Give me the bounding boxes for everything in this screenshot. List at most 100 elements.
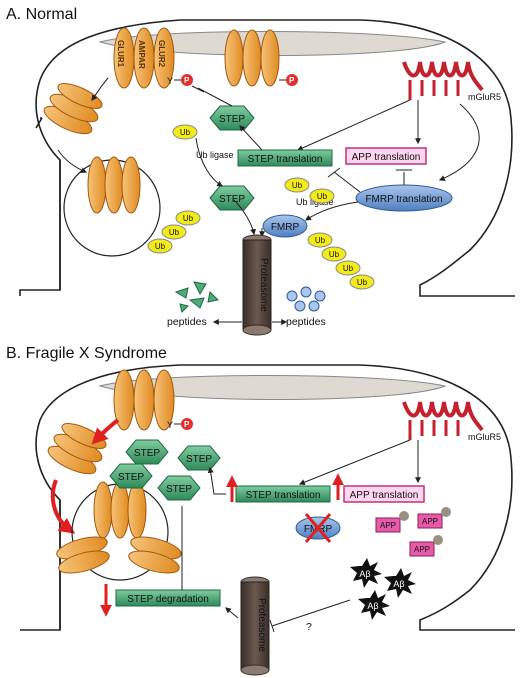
ampar-receptor-b: Y P [113, 369, 193, 431]
mglur5-label-b: mGluR5 [468, 432, 501, 442]
tyrosine-label: Y [167, 76, 173, 86]
app-translation-label-a: APP translation [352, 152, 421, 163]
svg-text:Ub: Ub [343, 264, 354, 273]
svg-text:Ub: Ub [155, 242, 166, 251]
fmrp-oval-a [262, 214, 308, 238]
step-to-proteasome-arrow-a [233, 199, 256, 236]
svg-text:STEP: STEP [118, 472, 144, 483]
membrane-notch-a [35, 117, 43, 129]
step-hexagon-a-top: STEP [209, 105, 255, 131]
peptides-left-a [174, 281, 220, 313]
ampar-internalized-a [43, 83, 103, 135]
step-translation-arrow-b [207, 466, 226, 495]
step-label-a-mid: STEP [219, 194, 245, 205]
fmrp-translation-label-a: FMRP translation [365, 194, 442, 205]
svg-text:STEP: STEP [134, 448, 160, 459]
svg-text:Ub: Ub [180, 128, 191, 137]
panel-a-title: A. Normal [6, 6, 77, 23]
step-hexagon-b-4: STEP [157, 475, 201, 501]
glur1-label: GLUR1 [116, 40, 125, 68]
ampar-receptor-a-left: GLUR1 AMPAR GLUR2 Y P [113, 27, 193, 89]
glur2-label: GLUR2 [157, 40, 166, 68]
proteasome-abeta-link-b [271, 599, 351, 627]
step-hexagon-b-2: STEP [177, 445, 221, 471]
step-translation-label-b: STEP translation [246, 490, 321, 501]
peptides-label-a-right: peptides [286, 316, 326, 328]
question-mark-b: ? [306, 621, 312, 633]
step-hexagon-b-3: STEP [109, 463, 153, 489]
proteasome-to-degradation-b [225, 607, 239, 619]
fmrp-label-a: FMRP [271, 222, 300, 233]
svg-text:Ub: Ub [183, 214, 194, 223]
step-translation-box-b [235, 485, 331, 503]
svg-text:APP: APP [380, 521, 396, 530]
ampar-receptor-a-right: P [224, 29, 298, 87]
ampar-endosome-a [87, 156, 141, 214]
ubiquitination-arrow-a [195, 137, 224, 187]
proteasome-a: Proteasome [242, 234, 272, 336]
app-translation-box-b [343, 485, 425, 503]
ampar-label: AMPAR [137, 40, 146, 69]
step-translation-label-a: STEP translation [248, 154, 323, 165]
step-degradation-label-b: STEP degradation [127, 594, 209, 605]
proteasome-label-b: Proteasome [256, 598, 267, 652]
internalize-arrow-a [91, 77, 109, 101]
endocytosis-red-arrow-b [50, 479, 76, 534]
ampar-internalized-b [47, 423, 107, 475]
phospho-circle [181, 74, 193, 86]
phospho-label-2: P [289, 76, 295, 85]
svg-text:Aβ: Aβ [393, 579, 404, 589]
svg-text:APP: APP [422, 517, 438, 526]
svg-text:Ub: Ub [357, 278, 368, 287]
step-degradation-box-b [115, 589, 221, 607]
svg-text:Ub: Ub [315, 236, 326, 245]
neuron-outline-b [20, 364, 515, 631]
peptides-right-a [286, 286, 326, 312]
fmrp-ubiquitination-arrow-a [305, 201, 359, 221]
svg-text:Ub: Ub [169, 228, 180, 237]
ub-ligase-label-a-left: Ub ligase [196, 150, 234, 160]
svg-text:STEP: STEP [166, 484, 192, 495]
panel-b-title: B. Fragile X Syndrome [6, 345, 167, 362]
app-translation-label-b: APP translation [350, 490, 419, 501]
step-label-a-top: STEP [219, 114, 245, 125]
phospho-label: P [184, 76, 190, 85]
svg-text:Ub: Ub [317, 192, 328, 201]
fmrp-absent-b: FMRP [295, 513, 341, 543]
abeta-aggregates-b: Aβ Aβ Aβ [350, 558, 416, 620]
ampar-endosome-b [56, 481, 182, 574]
svg-text:APP: APP [414, 545, 430, 554]
svg-text:STEP: STEP [186, 454, 212, 465]
step-hexagon-a-mid: STEP [209, 185, 255, 211]
internalize-red-arrow-b [91, 418, 120, 445]
postsynaptic-density-b [98, 375, 447, 400]
proteasome-label-a: Proteasome [258, 258, 269, 312]
step-hexagon-b-1: STEP [125, 439, 169, 465]
panel-a: A. Normal GLUR1 AMPAR GLUR2 Y P P [6, 6, 515, 336]
mglur5-to-fmrp-arrow-a [438, 103, 480, 181]
proteasome-b: Proteasome [240, 576, 270, 676]
endocytosis-arrow-a [57, 149, 88, 174]
panel-b: B. Fragile X Syndrome Y P [6, 345, 515, 676]
svg-text:Y: Y [167, 420, 173, 430]
svg-text:Aβ: Aβ [359, 569, 370, 579]
svg-text:Aβ: Aβ [367, 601, 378, 611]
svg-text:Ub: Ub [292, 181, 303, 190]
ub-tags-a-right: Ub Ub Ub Ub Ub Ub [284, 177, 375, 290]
step-translation-arrow-a [239, 125, 263, 151]
mglur5-label-a: mGluR5 [468, 92, 501, 102]
step-dephos-inhibit-a [197, 87, 233, 107]
mglur5-receptor-a: mGluR5 [402, 61, 501, 102]
ub-tags-a-left: Ub Ub Ub Ub [147, 124, 201, 254]
app-products-b: APP APP APP [375, 507, 451, 557]
mglur5-receptor-b: mGluR5 [402, 401, 501, 442]
mglur5-to-step-arrow-b [298, 439, 411, 486]
fmrp-inhibits-step-a [333, 171, 361, 193]
mglur5-to-step-arrow-a [296, 99, 411, 151]
app-translation-box-a [345, 147, 427, 165]
svg-text:P: P [184, 420, 190, 429]
svg-text:Ub: Ub [329, 250, 340, 259]
step-translation-box-a [237, 149, 333, 167]
peptides-label-a-left: peptides [167, 316, 207, 328]
